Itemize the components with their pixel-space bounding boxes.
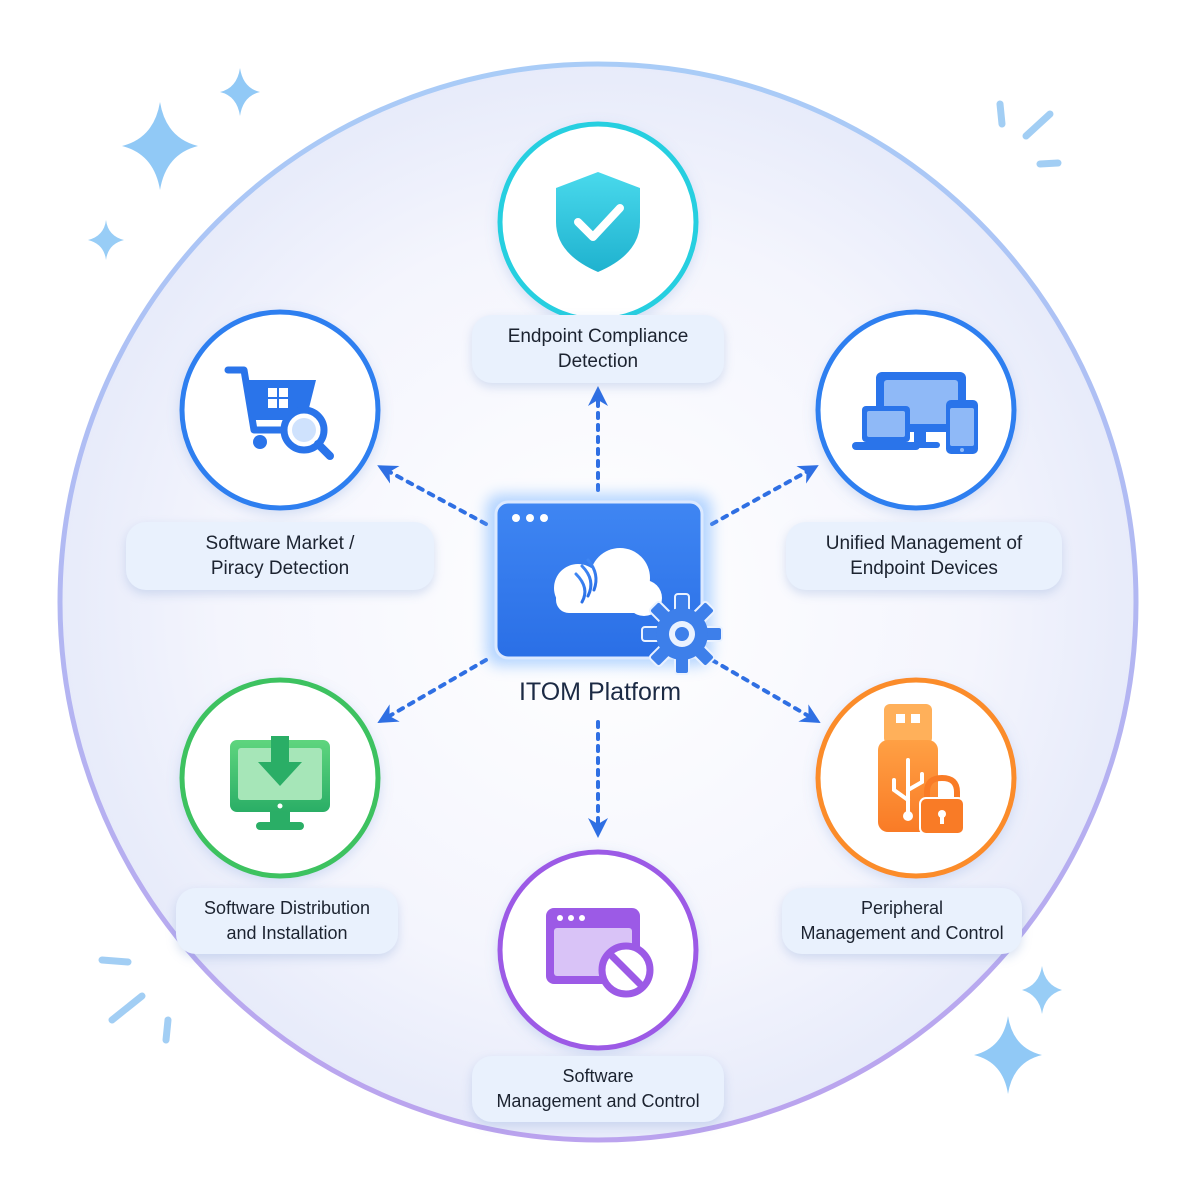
software-distribution-label-line1: Software Distribution bbox=[203, 898, 371, 918]
connector-unified-management bbox=[710, 465, 819, 526]
monitor-download-icon bbox=[230, 736, 330, 830]
peripheral-control-label: Peripheral Management and Control bbox=[782, 888, 1022, 954]
endpoint-compliance-label-line1: Endpoint Compliance bbox=[507, 326, 689, 347]
cart-search-icon bbox=[224, 366, 334, 460]
software-distribution-label: Software Distribution and Installation bbox=[176, 888, 398, 954]
software-distribution-node[interactable] bbox=[179, 677, 381, 879]
shield-check-icon bbox=[556, 172, 640, 272]
peripheral-control-node[interactable] bbox=[815, 677, 1017, 879]
sparkle-decoration bbox=[88, 68, 1062, 1094]
endpoint-compliance-node[interactable] bbox=[497, 121, 699, 323]
cloud-swirl-icon bbox=[574, 558, 598, 604]
unified-management-label-line1: Unified Management of bbox=[825, 533, 1023, 554]
platform-title: ITOM Platform bbox=[518, 678, 682, 706]
software-market-label: Software Market / Piracy Detection bbox=[126, 522, 434, 590]
software-distribution-label-line2: and Installation bbox=[226, 923, 348, 943]
software-control-node[interactable] bbox=[497, 849, 699, 1051]
connector-software-market bbox=[377, 465, 488, 526]
itom-platform-node[interactable] bbox=[486, 494, 723, 675]
software-market-node[interactable] bbox=[179, 309, 381, 511]
software-control-label-line2: Management and Control bbox=[496, 1091, 700, 1111]
endpoint-compliance-label: Endpoint Compliance Detection bbox=[472, 315, 724, 383]
endpoint-compliance-label-line2: Detection bbox=[557, 351, 639, 372]
devices-icon bbox=[852, 372, 978, 454]
software-market-label-line2: Piracy Detection bbox=[210, 558, 350, 579]
connector-peripheral-control bbox=[710, 658, 821, 724]
software-control-label: Software Management and Control bbox=[472, 1056, 724, 1122]
peripheral-control-label-line1: Peripheral bbox=[860, 898, 944, 918]
window-dots bbox=[512, 514, 548, 522]
burst-decoration bbox=[98, 100, 1062, 1044]
software-market-label-line1: Software Market / bbox=[205, 533, 355, 554]
unified-management-label-line2: Endpoint Devices bbox=[850, 558, 998, 579]
cloud-icon bbox=[554, 548, 662, 616]
unified-management-label: Unified Management of Endpoint Devices bbox=[786, 522, 1062, 590]
gear-icon bbox=[641, 593, 723, 675]
peripheral-control-label-line2: Management and Control bbox=[800, 923, 1004, 943]
connectors bbox=[377, 386, 821, 838]
software-control-label-line1: Software bbox=[562, 1066, 634, 1086]
connector-software-distribution bbox=[377, 658, 488, 724]
window-block-icon bbox=[546, 908, 654, 998]
unified-management-node[interactable] bbox=[815, 309, 1017, 511]
usb-lock-icon bbox=[878, 704, 965, 835]
